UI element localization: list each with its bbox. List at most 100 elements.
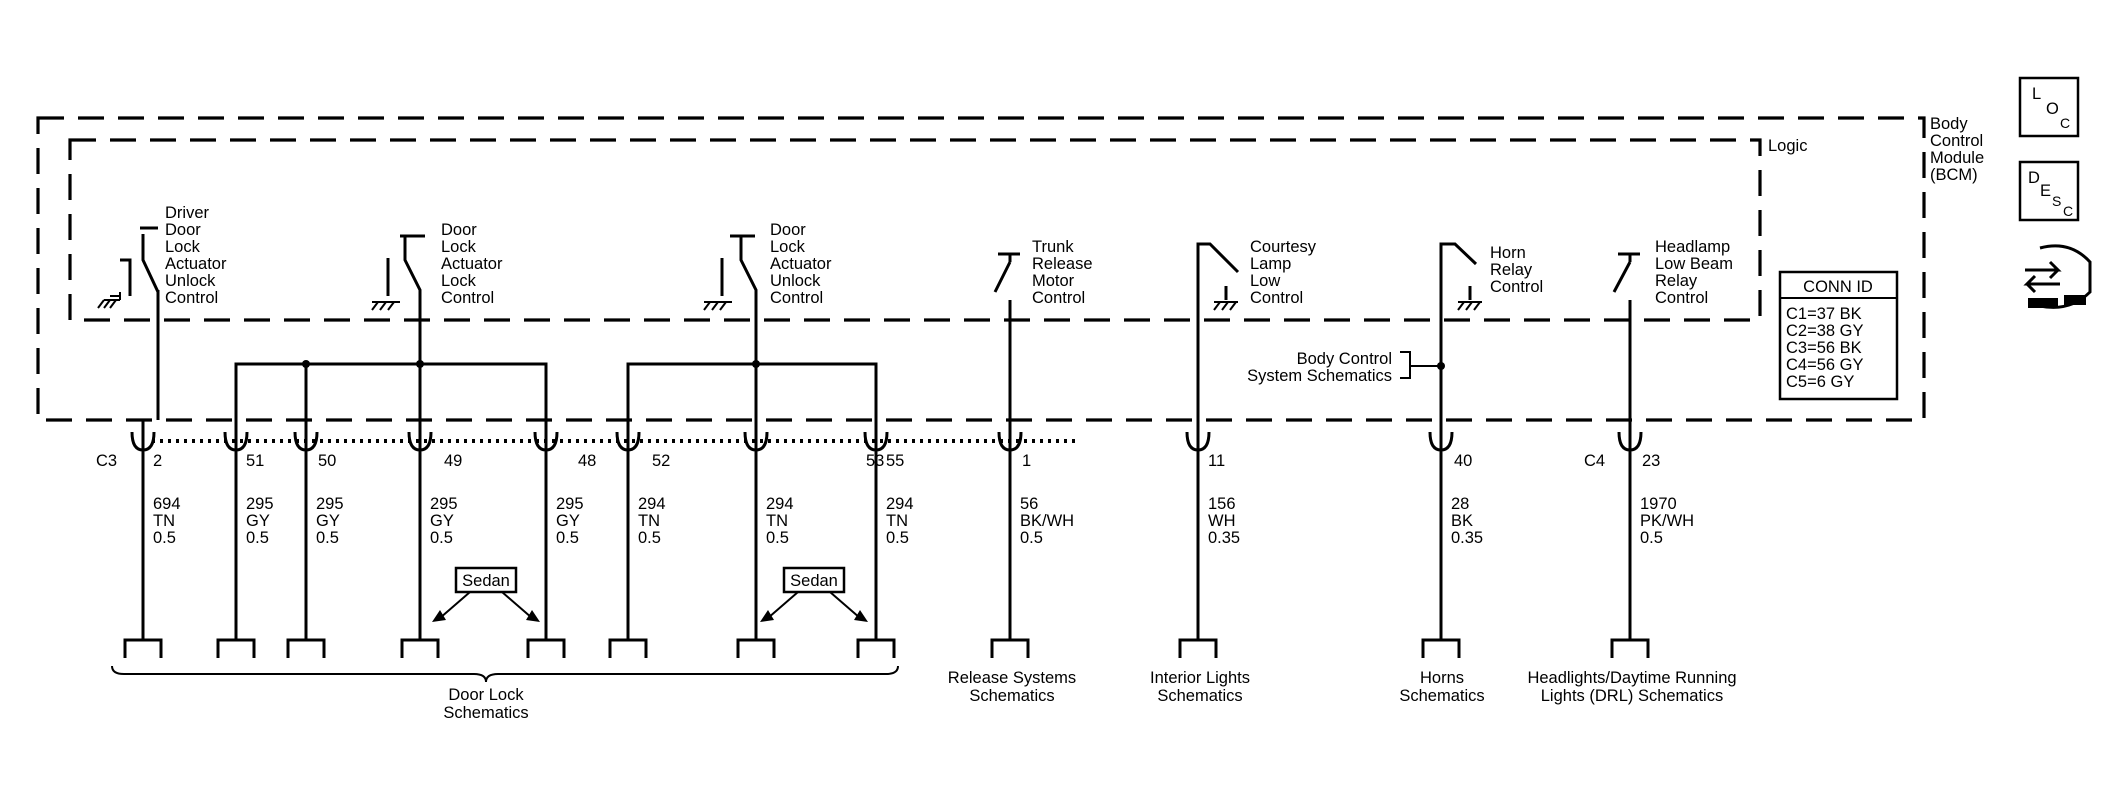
switch-headlamp-relay: Headlamp Low Beam Relay Control bbox=[1612, 238, 1733, 420]
circuit-number: 294 bbox=[638, 495, 666, 513]
svg-text:Trunk: Trunk bbox=[1032, 238, 1074, 256]
dest-headlights-drl: Headlights/Daytime Running Lights (DRL) … bbox=[1527, 669, 1736, 705]
conn-id-row: C3=56 BK bbox=[1786, 339, 1862, 357]
terminal-cup bbox=[1185, 431, 1211, 452]
svg-text:C: C bbox=[2063, 203, 2073, 219]
wire-gauge: 0.5 bbox=[556, 529, 579, 547]
end-connector bbox=[400, 638, 440, 658]
wire-color: TN bbox=[766, 512, 788, 530]
end-connector bbox=[1421, 638, 1461, 658]
svg-text:Sedan: Sedan bbox=[790, 572, 838, 590]
svg-text:Body: Body bbox=[1930, 115, 1968, 133]
wire-color: GY bbox=[316, 512, 340, 530]
logic-outline bbox=[68, 138, 1762, 322]
svg-text:Control: Control bbox=[1930, 132, 1983, 150]
logic-label: Logic bbox=[1768, 137, 1807, 155]
svg-text:Horns: Horns bbox=[1420, 669, 1464, 687]
svg-text:System Schematics: System Schematics bbox=[1247, 367, 1392, 385]
bcm-name: Body Control Module (BCM) bbox=[1930, 115, 1984, 184]
switch-horn-relay: Horn Relay Control bbox=[1439, 242, 1543, 420]
wire-color: GY bbox=[556, 512, 580, 530]
svg-text:Sedan: Sedan bbox=[462, 572, 510, 590]
end-connector bbox=[123, 638, 163, 658]
end-connector bbox=[856, 638, 896, 658]
svg-text:Control: Control bbox=[1032, 289, 1085, 307]
circuit-number: 694 bbox=[153, 495, 181, 513]
terminal-cup bbox=[615, 431, 641, 452]
pin-number: 49 bbox=[444, 452, 462, 470]
svg-text:Control: Control bbox=[1490, 278, 1543, 296]
svg-text:Schematics: Schematics bbox=[969, 687, 1054, 705]
dest-door-lock: Door Lock Schematics bbox=[443, 686, 528, 722]
pin-number: 51 bbox=[246, 452, 264, 470]
svg-text:Courtesy: Courtesy bbox=[1250, 238, 1317, 256]
conn-id-row: C1=37 BK bbox=[1786, 305, 1862, 323]
svg-text:Actuator: Actuator bbox=[441, 255, 503, 273]
svg-text:Unlock: Unlock bbox=[770, 272, 821, 290]
wire-gauge: 0.5 bbox=[886, 529, 909, 547]
svg-text:Schematics: Schematics bbox=[443, 704, 528, 722]
conn-id-row: C4=56 GY bbox=[1786, 356, 1864, 374]
svg-text:Control: Control bbox=[165, 289, 218, 307]
wire-color: GY bbox=[246, 512, 270, 530]
wire-gauge: 0.5 bbox=[766, 529, 789, 547]
terminal-cup bbox=[130, 431, 156, 452]
terminal-cup bbox=[407, 431, 433, 452]
pin-number: 52 bbox=[652, 452, 670, 470]
bcm-outline bbox=[36, 116, 1926, 422]
svg-text:Horn: Horn bbox=[1490, 244, 1526, 262]
svg-text:Control: Control bbox=[441, 289, 494, 307]
desc-button[interactable]: D E S C bbox=[2018, 160, 2080, 222]
circuit-number: 28 bbox=[1451, 495, 1469, 513]
svg-text:(BCM): (BCM) bbox=[1930, 166, 1978, 184]
end-connector bbox=[526, 638, 566, 658]
conn-id-table: CONN ID C1=37 BK C2=38 GY C3=56 BK C4=56… bbox=[1778, 270, 1899, 401]
terminal-cup bbox=[293, 431, 319, 452]
body-control-system-ref: Body Control System Schematics bbox=[1247, 350, 1445, 385]
svg-text:Motor: Motor bbox=[1032, 272, 1075, 290]
svg-text:Low: Low bbox=[1250, 272, 1280, 290]
circuit-number: 156 bbox=[1208, 495, 1236, 513]
wire-gauge: 0.5 bbox=[430, 529, 453, 547]
svg-text:Control: Control bbox=[1250, 289, 1303, 307]
circuit-number: 1970 bbox=[1640, 495, 1677, 513]
svg-text:Module: Module bbox=[1930, 149, 1984, 167]
conn-id-title: CONN ID bbox=[1803, 278, 1873, 296]
wire-color: WH bbox=[1208, 512, 1236, 530]
end-connector bbox=[286, 638, 326, 658]
wire-gauge: 0.5 bbox=[153, 529, 176, 547]
end-connector bbox=[1610, 638, 1650, 658]
svg-text:S: S bbox=[2052, 193, 2061, 209]
dest-release-systems: Release Systems Schematics bbox=[948, 669, 1076, 705]
svg-text:L: L bbox=[2032, 85, 2041, 103]
svg-text:Lights (DRL) Schematics: Lights (DRL) Schematics bbox=[1541, 687, 1723, 705]
svg-text:Control: Control bbox=[770, 289, 823, 307]
circuit-number: 294 bbox=[886, 495, 914, 513]
circuit-number: 295 bbox=[316, 495, 344, 513]
pins: 2694TN0.551295GY0.550295GY0.549295GY0.54… bbox=[123, 420, 1694, 658]
end-connector bbox=[1178, 638, 1218, 658]
dest-interior-lights: Interior Lights Schematics bbox=[1150, 669, 1250, 705]
svg-text:Lock: Lock bbox=[770, 238, 806, 256]
switch-driver-unlock: Driver Door Lock Actuator Unlock Control bbox=[97, 204, 227, 350]
svg-text:D: D bbox=[2028, 169, 2040, 187]
svg-text:Headlights/Daytime Running: Headlights/Daytime Running bbox=[1527, 669, 1736, 687]
connector-plug-icon[interactable] bbox=[2023, 244, 2092, 309]
loc-button[interactable]: L O C bbox=[2018, 76, 2080, 138]
c4-label: C4 bbox=[1584, 452, 1605, 470]
switch-door-lock: Door Lock Actuator Lock Control bbox=[371, 221, 503, 350]
svg-text:Schematics: Schematics bbox=[1157, 687, 1242, 705]
switch-trunk-release: Trunk Release Motor Control bbox=[993, 238, 1093, 420]
svg-text:Relay: Relay bbox=[1655, 272, 1698, 290]
svg-text:Driver: Driver bbox=[165, 204, 210, 222]
switch-door-unlock: Door Lock Actuator Unlock Control bbox=[703, 221, 832, 350]
end-connector bbox=[608, 638, 648, 658]
end-connector bbox=[736, 638, 776, 658]
conn-id-row: C2=38 GY bbox=[1786, 322, 1864, 340]
svg-text:Door: Door bbox=[165, 221, 201, 239]
